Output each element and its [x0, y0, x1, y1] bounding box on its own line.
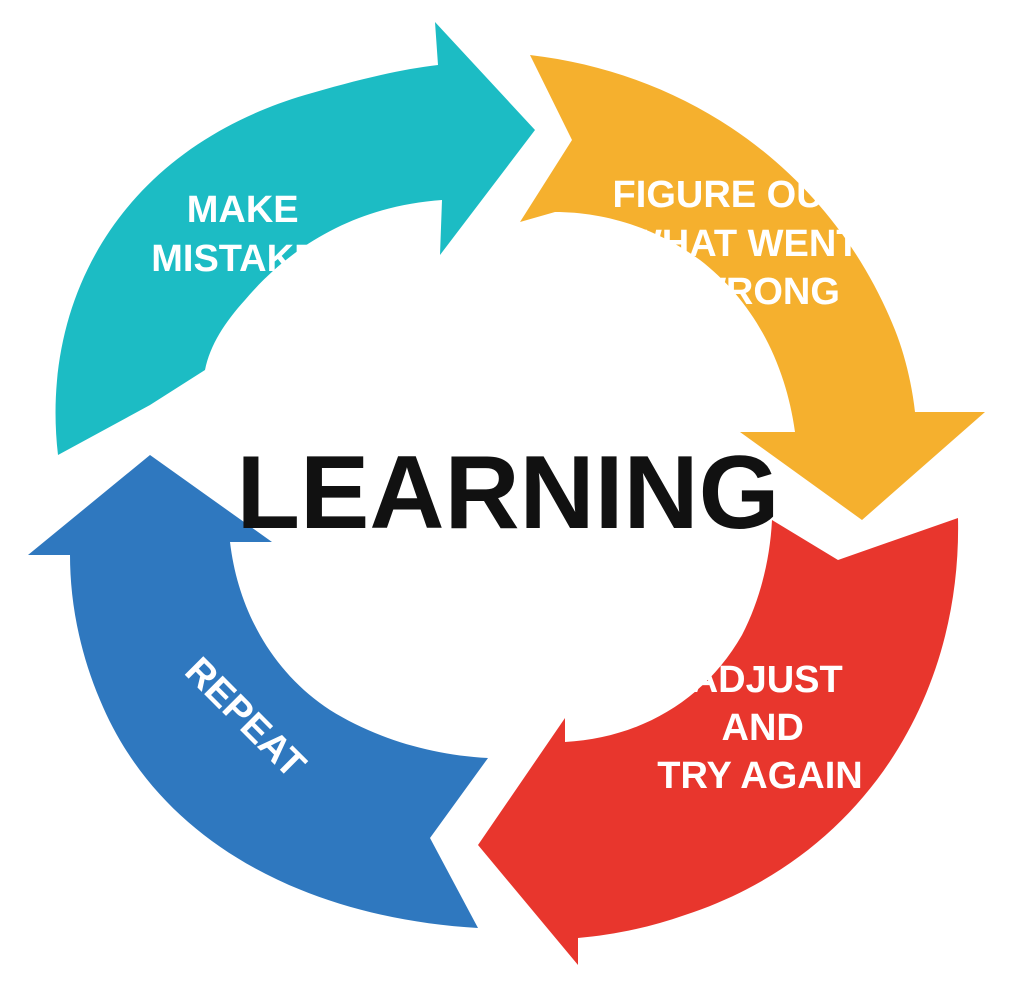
step-label-line: ADJUST — [691, 659, 843, 701]
cycle-arrow-make-mistakes — [55, 22, 535, 455]
center-title: LEARNING — [236, 435, 779, 551]
step-label-make-mistakes: MAKE MISTAKES — [151, 189, 345, 280]
step-label-line: MISTAKES — [151, 238, 345, 280]
cycle-arrow-figure-out-what-went-wrong — [520, 55, 985, 520]
cycle-arrow-adjust-and-try-again — [478, 518, 959, 965]
step-label-line: TRY AGAIN — [657, 755, 863, 797]
step-label-adjust-and-try-again: ADJUST AND TRY AGAIN — [657, 659, 863, 797]
step-label-line: FIGURE OUT — [613, 174, 847, 216]
step-label-line: WRONG — [690, 271, 840, 313]
step-label-line: AND — [722, 707, 804, 749]
step-label-figure-out-what-went-wrong: FIGURE OUT WHAT WENT WRONG — [613, 174, 871, 313]
step-label-line: MAKE — [187, 189, 299, 231]
step-label-line: WHAT WENT — [626, 223, 860, 265]
cycle-arrow-repeat — [28, 455, 488, 928]
